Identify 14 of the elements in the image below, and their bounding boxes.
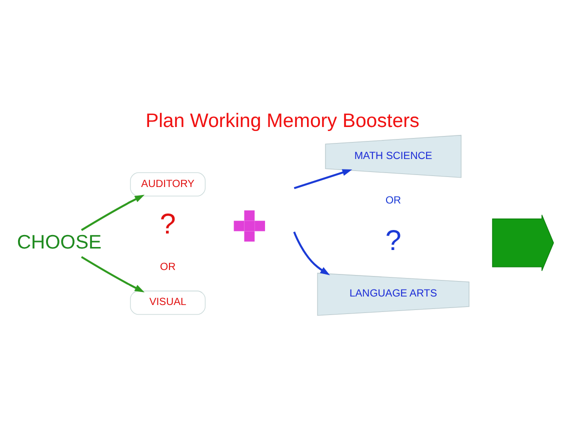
label: OR	[385, 196, 402, 207]
node-box: LANGUAGE ARTS	[317, 272, 470, 316]
arrow	[81, 256, 145, 292]
arrow	[293, 232, 330, 276]
node-box: VISUAL	[130, 290, 206, 315]
arrow	[294, 169, 352, 190]
node-arrow	[492, 214, 554, 272]
label: ?	[385, 225, 402, 258]
label: OR	[160, 262, 176, 274]
node-text: CHOOSE	[16, 231, 102, 254]
diagram-title: Plan Working Memory Boosters	[146, 110, 420, 132]
node-box: AUDITORY	[130, 172, 206, 196]
arrow	[81, 194, 145, 231]
label: ?	[160, 208, 176, 240]
